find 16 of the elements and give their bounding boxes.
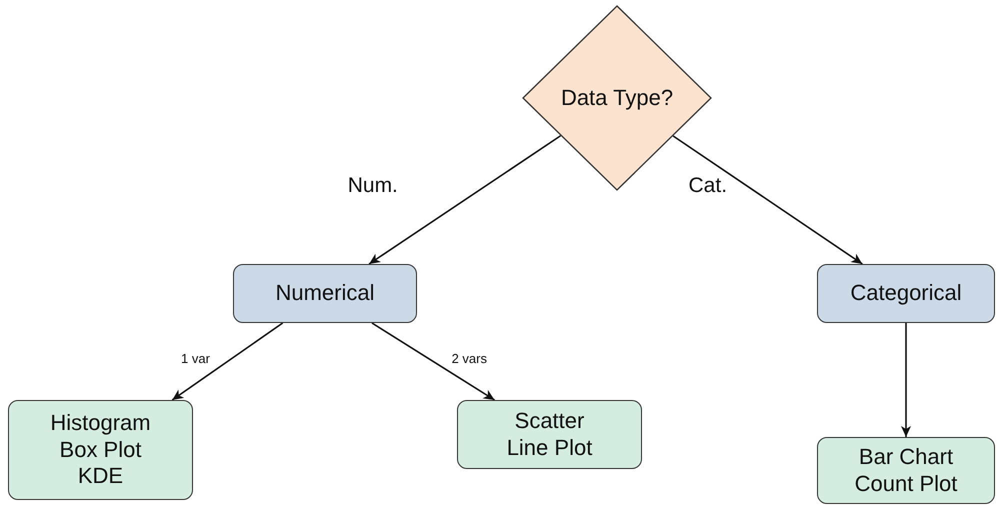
- node-label: Data Type?: [560, 84, 674, 112]
- arrow: [172, 322, 284, 401]
- category-box: [233, 264, 417, 323]
- arrow: [372, 322, 495, 401]
- node-label: Bar Chart Count Plot: [854, 444, 958, 497]
- chart-options-box: [457, 400, 642, 469]
- arrow: [368, 135, 562, 265]
- node-label: Scatter Line Plot: [506, 408, 594, 461]
- node-label: Categorical: [850, 280, 962, 307]
- arrow: [672, 135, 863, 265]
- arrow: [901, 323, 911, 437]
- node-label: Numerical: [275, 280, 375, 307]
- chart-options-box: [8, 400, 193, 500]
- chart-options-box: [817, 437, 995, 504]
- node-label: Histogram Box Plot KDE: [49, 410, 152, 490]
- category-box: [817, 264, 995, 323]
